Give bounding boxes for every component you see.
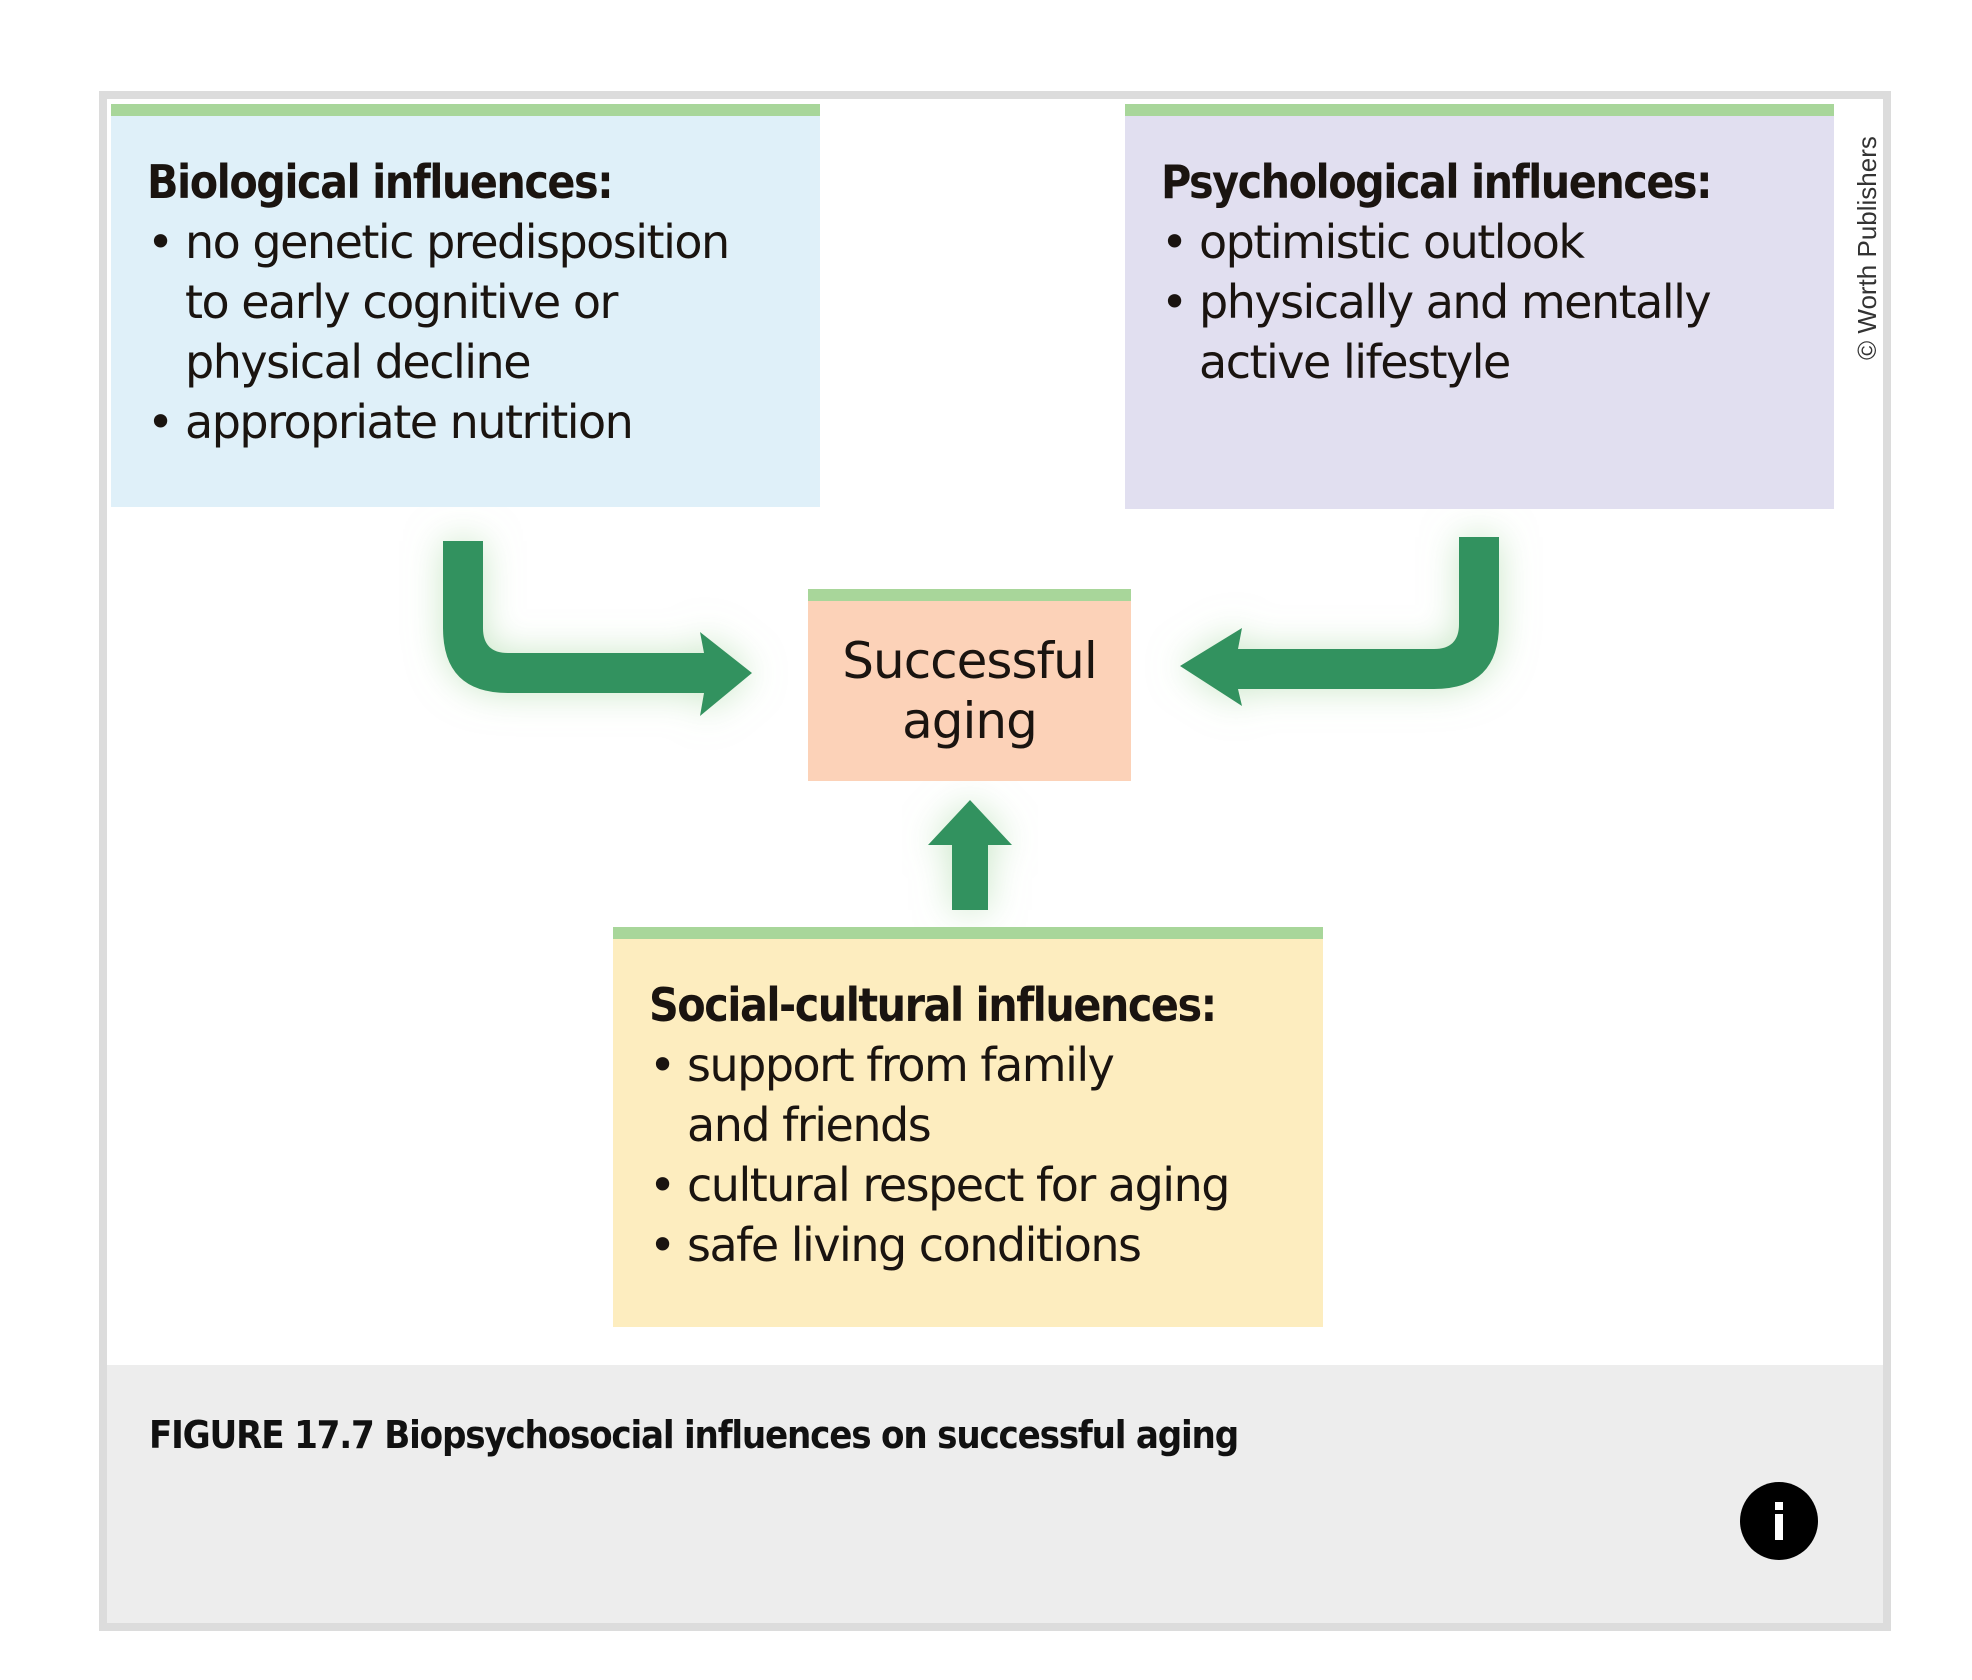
biological-list: • no genetic predisposition to early cog…: [147, 212, 820, 452]
info-button[interactable]: [1740, 1482, 1818, 1560]
list-item: • appropriate nutrition: [147, 392, 820, 452]
bullet-icon: •: [1161, 275, 1188, 329]
bullet-icon: •: [147, 215, 174, 269]
figure-caption-area: FIGURE 17.7 Biopsychosocial influences o…: [107, 1365, 1883, 1623]
biological-title: Biological influences:: [147, 155, 614, 209]
list-item: • physically and mentally active lifesty…: [1161, 272, 1834, 392]
social-cultural-influences-box: Social-cultural influences: • support fr…: [613, 927, 1323, 1327]
psychological-list: • optimistic outlook • physically and me…: [1161, 212, 1834, 392]
center-label-line1: Successful: [842, 632, 1097, 690]
bullet-icon: •: [147, 395, 174, 449]
bullet-icon: •: [649, 1038, 676, 1092]
list-item: • no genetic predisposition to early cog…: [147, 212, 820, 392]
list-item: • support from family and friends: [649, 1035, 1323, 1155]
list-item: • cultural respect for aging: [649, 1155, 1323, 1215]
list-item: • optimistic outlook: [1161, 212, 1834, 272]
copyright-notice: © Worth Publishers: [1852, 136, 1882, 360]
biological-influences-box: Biological influences: • no genetic pred…: [111, 104, 820, 507]
social-list: • support from family and friends • cult…: [649, 1035, 1323, 1275]
figure-caption: FIGURE 17.7 Biopsychosocial influences o…: [149, 1413, 1239, 1457]
psychological-influences-box: Psychological influences: • optimistic o…: [1125, 104, 1834, 509]
list-item: • safe living conditions: [649, 1215, 1323, 1275]
bullet-icon: •: [1161, 215, 1188, 269]
center-label-line2: aging: [902, 692, 1038, 750]
social-title: Social-cultural influences:: [649, 978, 1217, 1032]
successful-aging-box: Successful aging: [808, 589, 1131, 781]
bullet-icon: •: [649, 1218, 676, 1272]
psychological-title: Psychological influences:: [1161, 155, 1713, 209]
bullet-icon: •: [649, 1158, 676, 1212]
